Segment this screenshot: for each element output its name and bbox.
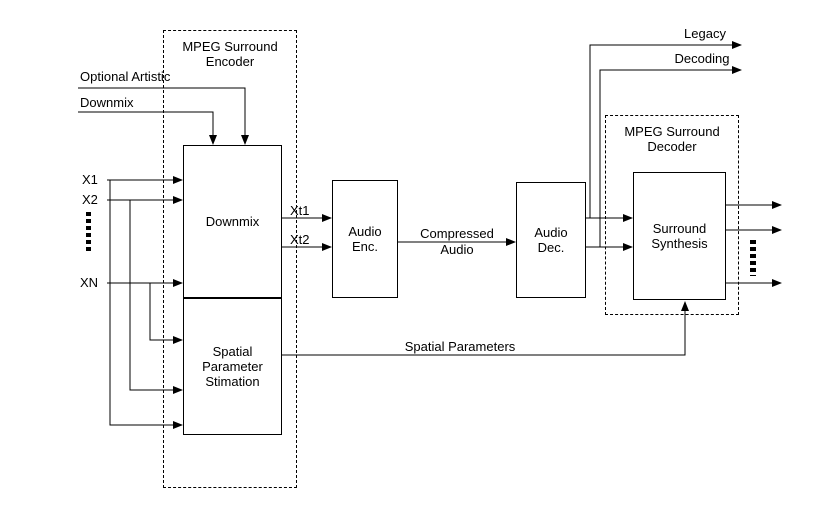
- xt1-label: Xt1: [290, 203, 310, 218]
- spatial-parameters-arrow: [282, 301, 689, 356]
- output-ellipsis-dots: [750, 240, 756, 276]
- optional-artistic-downmix-connector: [78, 87, 249, 145]
- surround-synthesis-block: Surround Synthesis: [633, 172, 726, 300]
- mpeg-surround-encoder-group: MPEG Surround Encoder: [163, 30, 297, 488]
- input-xn-label: XN: [80, 275, 99, 290]
- audio-encoder-label: Audio Enc.: [348, 224, 382, 254]
- spatial-parameter-estimation-label: Spatial Parameter Stimation: [202, 344, 263, 389]
- downmix-block: Downmix: [183, 145, 282, 298]
- surround-synthesis-label: Surround Synthesis: [651, 221, 708, 251]
- optional-artistic-label: Optional Artistic: [80, 69, 171, 84]
- legacy-label: Legacy: [684, 26, 726, 41]
- spatial-parameter-estimation-block: Spatial Parameter Stimation: [183, 298, 282, 435]
- input-x1-label: X1: [82, 172, 98, 187]
- xt2-label: Xt2: [290, 232, 310, 247]
- legacy-decoding-arrow-1: [589, 41, 742, 218]
- audio-decoder-block: Audio Dec.: [516, 182, 586, 298]
- legacy-decoding-arrow-2: [599, 66, 742, 247]
- xn-to-spatial-arrow: [149, 283, 183, 344]
- input-ellipsis-dots: [86, 212, 91, 252]
- decoding-label: Decoding: [674, 51, 730, 66]
- spatial-parameters-label: Spatial Parameters: [404, 339, 516, 354]
- input-x2-label: X2: [82, 192, 98, 207]
- artistic-downmix-label: Downmix: [80, 95, 134, 110]
- audio-encoder-block: Audio Enc.: [332, 180, 398, 298]
- decoder-group-title: MPEG Surround Decoder: [624, 124, 720, 154]
- downmix-block-label: Downmix: [205, 214, 260, 229]
- audio-decoder-label: Audio Dec.: [534, 225, 568, 255]
- x1-to-spatial-arrow: [109, 180, 183, 429]
- x2-to-spatial-arrow: [129, 200, 183, 394]
- encoder-group-title: MPEG Surround Encoder: [182, 39, 278, 69]
- compressed-audio-label: Compressed Audio: [420, 226, 494, 257]
- artistic-downmix-connector: [78, 111, 217, 145]
- mpeg-surround-decoder-group: MPEG Surround Decoder: [605, 115, 739, 315]
